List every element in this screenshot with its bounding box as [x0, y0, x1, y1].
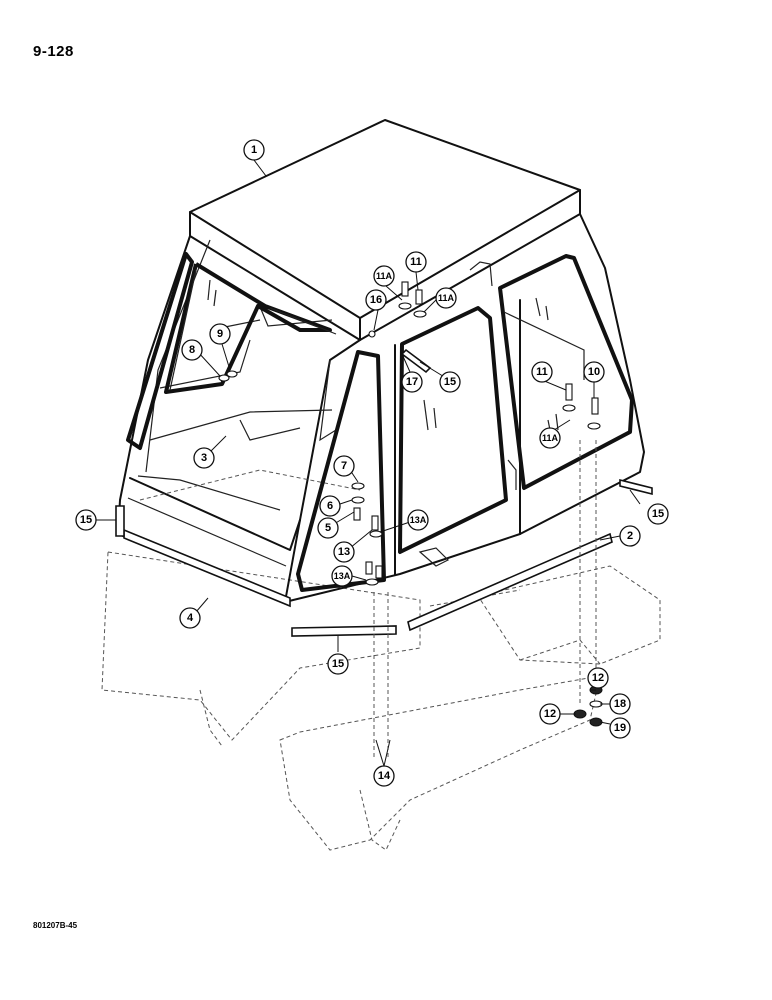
svg-text:12: 12 — [544, 708, 556, 720]
seal-strip-15-bottom — [291, 625, 397, 637]
svg-text:19: 19 — [614, 722, 626, 734]
callout-9: 9 — [209, 323, 231, 345]
svg-text:6: 6 — [327, 500, 333, 512]
callout-12-lower: 12 — [539, 703, 561, 725]
fasteners — [218, 281, 603, 727]
callout-1: 1 — [243, 139, 265, 161]
callout-15-bottom: 15 — [327, 653, 349, 675]
callout-10: 10 — [583, 361, 605, 383]
svg-text:4: 4 — [187, 612, 194, 624]
callout-8: 8 — [181, 339, 203, 361]
callout-11-side: 11 — [531, 361, 553, 383]
cab-body — [117, 119, 645, 603]
svg-text:7: 7 — [341, 460, 347, 472]
callout-7: 7 — [333, 455, 355, 477]
seal-strip-15-right — [619, 478, 653, 496]
callout-15-right: 15 — [647, 503, 669, 525]
callout-19: 19 — [609, 717, 631, 739]
callout-4: 4 — [179, 607, 201, 629]
seal-strip-2 — [407, 532, 613, 632]
callout-6: 6 — [319, 495, 341, 517]
seal-strip-4 — [123, 528, 291, 608]
callout-13a-lower: 13A — [331, 565, 353, 587]
callout-15-left: 15 — [75, 509, 97, 531]
seal-strips — [115, 348, 653, 637]
page-number: 9-128 — [33, 43, 74, 60]
svg-text:9: 9 — [217, 328, 223, 340]
svg-text:11A: 11A — [438, 293, 455, 303]
callout-17: 17 — [401, 371, 423, 393]
svg-text:16: 16 — [370, 294, 382, 306]
callout-11a-side: 11A — [539, 427, 561, 449]
svg-text:13: 13 — [338, 546, 350, 558]
svg-text:2: 2 — [627, 530, 633, 542]
document-code: 801207B-45 — [33, 921, 78, 930]
callout-12-upper: 12 — [587, 667, 609, 689]
callout-2: 2 — [619, 525, 641, 547]
svg-text:12: 12 — [592, 672, 604, 684]
seal-strip-15-left — [115, 505, 125, 537]
svg-text:11: 11 — [410, 256, 422, 268]
callout-15-top: 15 — [439, 371, 461, 393]
svg-text:15: 15 — [80, 514, 92, 526]
svg-text:13A: 13A — [410, 515, 427, 525]
svg-text:1: 1 — [251, 144, 257, 156]
machine-frame-outline — [101, 551, 661, 851]
svg-text:15: 15 — [652, 508, 664, 520]
callout-13: 13 — [333, 541, 355, 563]
callout-3: 3 — [193, 447, 215, 469]
svg-text:13A: 13A — [334, 571, 351, 581]
callout-18: 18 — [609, 693, 631, 715]
callout-11a-roof-right: 11A — [435, 287, 457, 309]
callout-14: 14 — [373, 765, 395, 787]
svg-text:17: 17 — [406, 376, 418, 388]
svg-text:10: 10 — [588, 366, 600, 378]
svg-text:15: 15 — [332, 658, 344, 670]
svg-text:8: 8 — [189, 344, 195, 356]
callout-16: 16 — [365, 289, 387, 311]
svg-text:11A: 11A — [542, 433, 559, 443]
assembly-center-lines — [373, 440, 597, 760]
leader-lines — [96, 159, 641, 767]
svg-text:3: 3 — [201, 452, 207, 464]
svg-text:11A: 11A — [376, 271, 393, 281]
callout-5: 5 — [317, 517, 339, 539]
callout-13a-upper: 13A — [407, 509, 429, 531]
svg-text:11: 11 — [536, 366, 548, 378]
seal-strip-15-top — [400, 348, 432, 374]
callout-11-roof: 11 — [405, 251, 427, 273]
svg-text:14: 14 — [378, 770, 391, 782]
svg-text:15: 15 — [444, 376, 456, 388]
svg-text:5: 5 — [325, 522, 331, 534]
window-seals — [126, 252, 634, 592]
svg-text:18: 18 — [614, 698, 626, 710]
callout-11a-roof-left: 11A — [373, 265, 395, 287]
